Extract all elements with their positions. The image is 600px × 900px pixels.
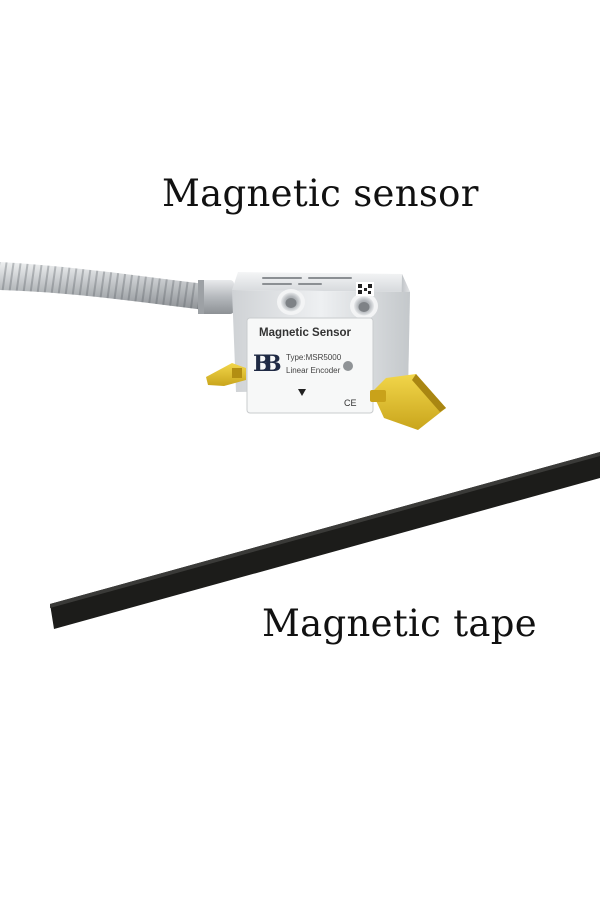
qr-code <box>356 282 374 296</box>
mounting-hole-left <box>277 289 305 315</box>
plate-type: Type:MSR5000 <box>286 353 342 362</box>
mounting-clip-right <box>370 374 446 430</box>
mounting-clip-left <box>206 363 246 386</box>
sensor-cable <box>0 262 234 314</box>
serial-marking <box>262 277 352 285</box>
bb-logo-icon: B B <box>253 351 282 377</box>
mounting-hole-right <box>350 293 378 319</box>
caption-magnetic-sensor: Magnetic sensor <box>162 172 479 215</box>
svg-text:B: B <box>253 351 272 377</box>
led-indicator-icon <box>343 361 353 371</box>
svg-text:B: B <box>263 351 282 377</box>
plate-subtitle: Linear Encoder <box>286 366 341 375</box>
label-plate: Magnetic Sensor B B Type:MSR5000 Linear … <box>246 317 374 414</box>
caption-magnetic-tape: Magnetic tape <box>262 602 537 645</box>
ce-mark: CE <box>344 398 357 408</box>
magnetic-tape <box>50 452 600 629</box>
triangle-down-icon <box>298 389 306 396</box>
plate-title: Magnetic Sensor <box>259 327 352 339</box>
